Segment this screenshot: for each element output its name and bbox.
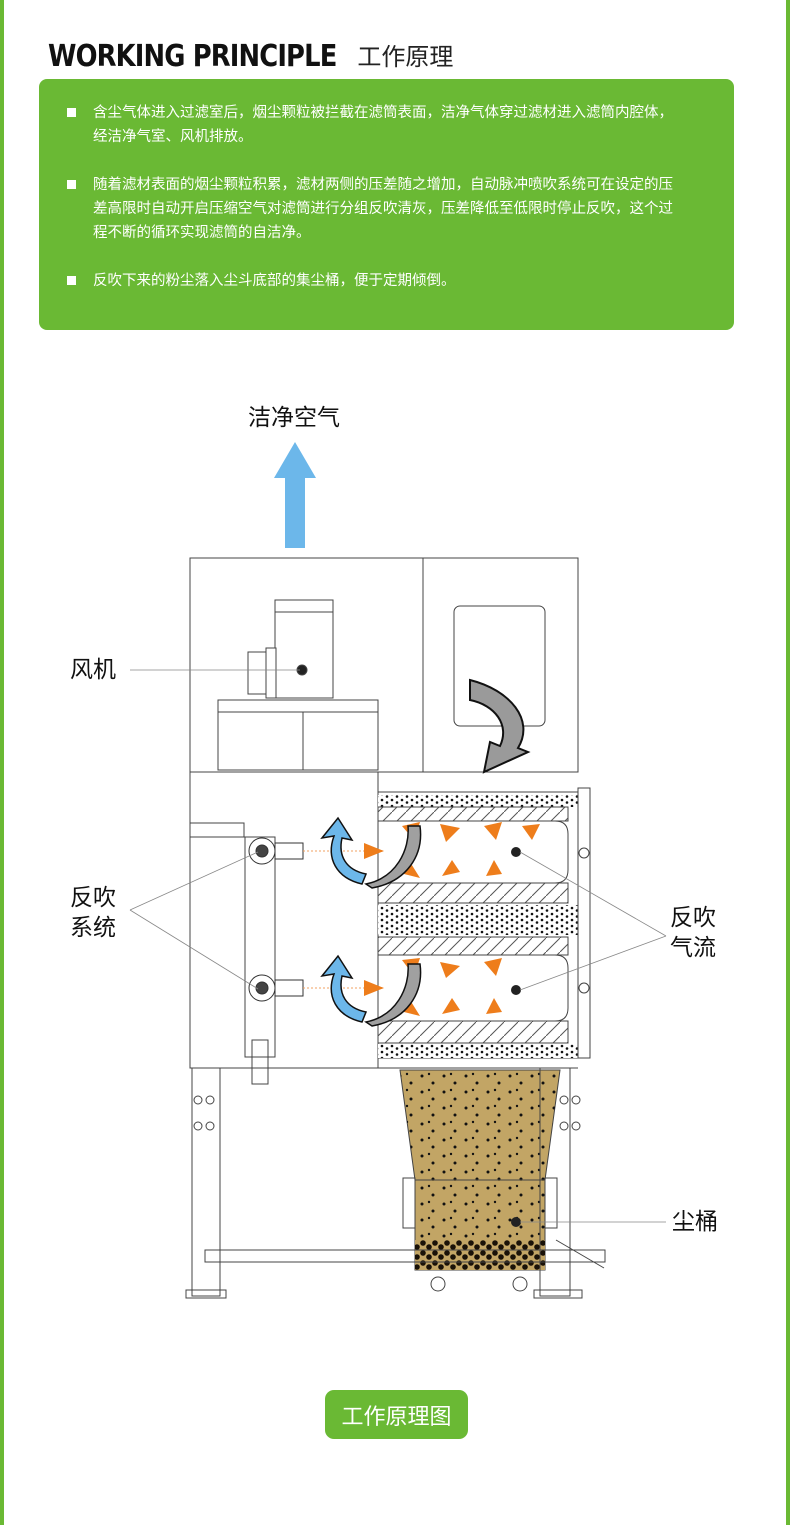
pulse-valve-upper: [248, 837, 365, 865]
principle-item: 反吹下来的粉尘落入尘斗底部的集尘桶，便于定期倾倒。: [67, 269, 687, 293]
label-leader-lines: [129, 669, 667, 1223]
left-accent-bar: [0, 0, 4, 1525]
airflow-direction-arrow: [469, 678, 531, 774]
cartridge-flange: [577, 787, 591, 1059]
heading-english: WORKING PRINCIPLE: [48, 39, 337, 74]
fan-label: 风机: [70, 657, 116, 683]
bullet-square-icon: [67, 180, 76, 189]
filter-cartridge-upper: [377, 795, 578, 935]
dust-hopper: [399, 1069, 561, 1181]
backflush-airflow-label-line2: 气流: [670, 935, 716, 961]
support-frame: [185, 1067, 606, 1299]
dust-bin: [402, 1177, 558, 1292]
section-heading: WORKING PRINCIPLE 工作原理: [48, 34, 453, 74]
bullet-square-icon: [67, 276, 76, 285]
right-accent-bar: [786, 0, 790, 1525]
filter-cartridge-lower: [377, 936, 578, 1058]
fan-motor: [217, 599, 379, 771]
backflush-blue-arrow-lower: [320, 954, 422, 1027]
principle-text: 含尘气体进入过滤室后，烟尘颗粒被拦截在滤筒表面，洁净气体穿过滤材进入滤筒内腔体，…: [93, 105, 673, 145]
backflush-system-label-line2: 系统: [70, 915, 116, 941]
dust-bin-label: 尘桶: [672, 1209, 718, 1235]
principle-item: 随着滤材表面的烟尘颗粒积累，滤材两侧的压差随之增加，自动脉冲喷吹系统可在设定的压…: [67, 173, 687, 245]
bullet-square-icon: [67, 108, 76, 117]
backflush-system-label-line1: 反吹: [70, 885, 116, 911]
heading-chinese: 工作原理: [357, 43, 454, 71]
principle-text: 反吹下来的粉尘落入尘斗底部的集尘桶，便于定期倾倒。: [93, 273, 456, 289]
filter-center-marker: [511, 847, 521, 995]
backflush-pipe-frame: [189, 822, 276, 1085]
backflush-airflow-label-line1: 反吹: [670, 905, 716, 931]
clean-air-label: 洁净空气: [248, 405, 340, 431]
pulse-valve-lower: [248, 974, 365, 1002]
diagram-caption: 工作原理图: [325, 1390, 468, 1439]
principle-item: 含尘气体进入过滤室后，烟尘颗粒被拦截在滤筒表面，洁净气体穿过滤材进入滤筒内腔体，…: [67, 101, 687, 149]
principle-text: 随着滤材表面的烟尘颗粒积累，滤材两侧的压差随之增加，自动脉冲喷吹系统可在设定的压…: [93, 177, 673, 241]
backflush-blue-arrow-upper: [320, 816, 422, 889]
principle-panel: 含尘气体进入过滤室后，烟尘颗粒被拦截在滤筒表面，洁净气体穿过滤材进入滤筒内腔体，…: [39, 79, 734, 330]
clean-air-arrow: [274, 442, 316, 548]
